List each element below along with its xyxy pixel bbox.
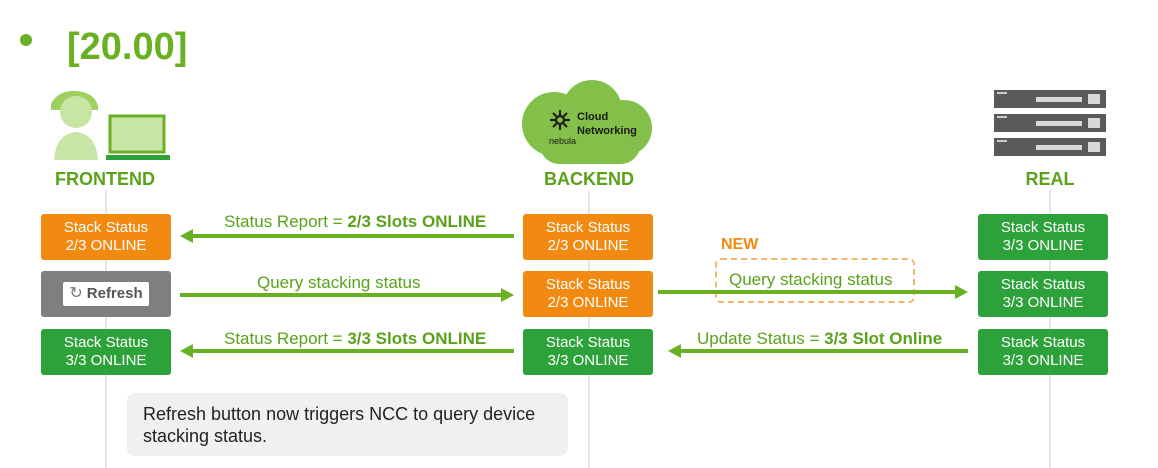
- arrow-backend-to-real: [658, 290, 956, 294]
- status-title: Stack Status: [63, 334, 149, 351]
- arrow-backend-to-frontend-1: [192, 234, 514, 238]
- status-value: 3/3 ONLINE: [1002, 352, 1084, 369]
- arrow-head-right: [955, 285, 968, 299]
- refresh-label: Refresh: [86, 285, 143, 302]
- arrow-head-left: [180, 344, 193, 358]
- frontend-label: FRONTEND: [55, 169, 155, 189]
- switch-stack-icon: [994, 90, 1106, 156]
- frontend-status-box-3: Stack Status 3/3 ONLINE: [41, 329, 171, 375]
- status-title: Stack Status: [1000, 334, 1086, 351]
- arrow-real-to-backend: [680, 349, 968, 353]
- nebula-cloud-icon: [522, 80, 652, 164]
- logo-word-cloud: Cloud: [577, 111, 609, 123]
- arrow-backend-to-frontend-2: [192, 349, 514, 353]
- status-value: 3/3 ONLINE: [1002, 294, 1084, 311]
- real-label: REAL: [1025, 169, 1075, 189]
- status-title: Stack Status: [545, 276, 631, 293]
- status-title: Stack Status: [545, 334, 631, 351]
- status-title: Stack Status: [1000, 219, 1086, 236]
- status-value: 2/3 ONLINE: [65, 237, 147, 254]
- real-status-box-2: Stack Status 3/3 ONLINE: [978, 271, 1108, 317]
- status-report-label-2: Status Report = 3/3 Slots ONLINE: [224, 329, 487, 348]
- status-value: 3/3 ONLINE: [547, 352, 629, 369]
- backend-status-box-2: Stack Status 2/3 ONLINE: [523, 271, 653, 317]
- arrow-head-left: [180, 229, 193, 243]
- status-title: Stack Status: [1000, 276, 1086, 293]
- logo-brand: nebula: [549, 136, 577, 146]
- arrow-head-left: [668, 344, 681, 358]
- update-status-label: Update Status = 3/3 Slot Online: [697, 329, 943, 348]
- query-label-frontend: Query stacking status: [257, 273, 421, 292]
- title-bullet: [20, 34, 32, 46]
- backend-label: BACKEND: [544, 169, 634, 189]
- page-title: [20.00]: [67, 26, 188, 68]
- status-value: 2/3 ONLINE: [547, 294, 629, 311]
- frontend-refresh-box: ↻ Refresh: [41, 271, 171, 317]
- status-value: 3/3 ONLINE: [1002, 237, 1084, 254]
- arrow-frontend-to-backend: [180, 293, 502, 297]
- status-value: 2/3 ONLINE: [547, 237, 629, 254]
- refresh-icon: ↻: [69, 285, 83, 302]
- arrow-head-right: [501, 288, 514, 302]
- backend-status-box-3: Stack Status 3/3 ONLINE: [523, 329, 653, 375]
- logo-word-networking: Networking: [577, 125, 637, 137]
- status-title: Stack Status: [63, 219, 149, 236]
- new-tag: NEW: [721, 236, 759, 253]
- backend-status-box-1: Stack Status 2/3 ONLINE: [523, 214, 653, 260]
- status-report-label-1: Status Report = 2/3 Slots ONLINE: [224, 212, 487, 231]
- new-feature-highlight: [715, 258, 915, 303]
- note-box: Refresh button now triggers NCC to query…: [127, 393, 568, 456]
- refresh-button[interactable]: ↻ Refresh: [63, 282, 149, 306]
- status-value: 3/3 ONLINE: [65, 352, 147, 369]
- user-laptop-icon: [51, 90, 170, 160]
- status-title: Stack Status: [545, 219, 631, 236]
- real-status-box-3: Stack Status 3/3 ONLINE: [978, 329, 1108, 375]
- frontend-status-box-1: Stack Status 2/3 ONLINE: [41, 214, 171, 260]
- query-label-backend: Query stacking status: [729, 270, 893, 289]
- real-status-box-1: Stack Status 3/3 ONLINE: [978, 214, 1108, 260]
